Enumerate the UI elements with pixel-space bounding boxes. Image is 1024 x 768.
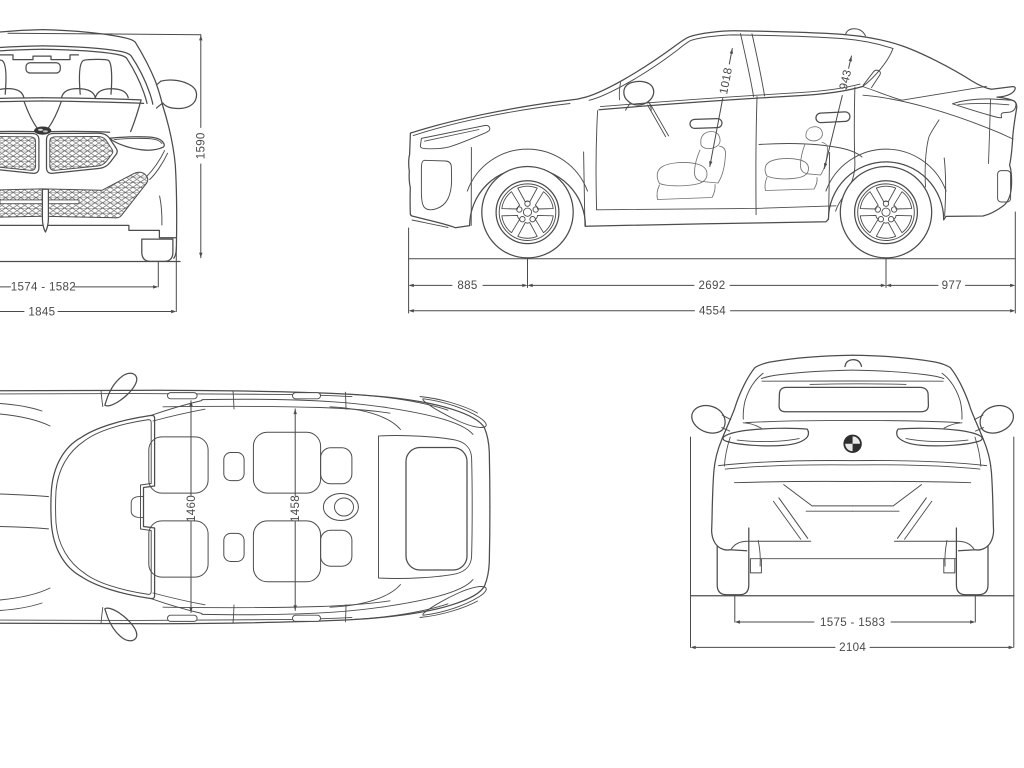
svg-text:2104: 2104: [839, 641, 866, 654]
svg-text:1018: 1018: [717, 66, 735, 95]
svg-text:1574 - 1582: 1574 - 1582: [11, 281, 76, 294]
svg-text:885: 885: [457, 279, 477, 292]
svg-text:2692: 2692: [699, 279, 726, 292]
svg-text:1590: 1590: [195, 132, 208, 159]
svg-text:4554: 4554: [699, 305, 726, 318]
svg-text:1458: 1458: [289, 495, 302, 522]
svg-text:1845: 1845: [28, 305, 55, 318]
svg-text:1575 - 1583: 1575 - 1583: [820, 616, 885, 629]
svg-text:943: 943: [837, 68, 854, 91]
svg-text:977: 977: [942, 279, 962, 292]
svg-text:1460: 1460: [185, 495, 198, 522]
